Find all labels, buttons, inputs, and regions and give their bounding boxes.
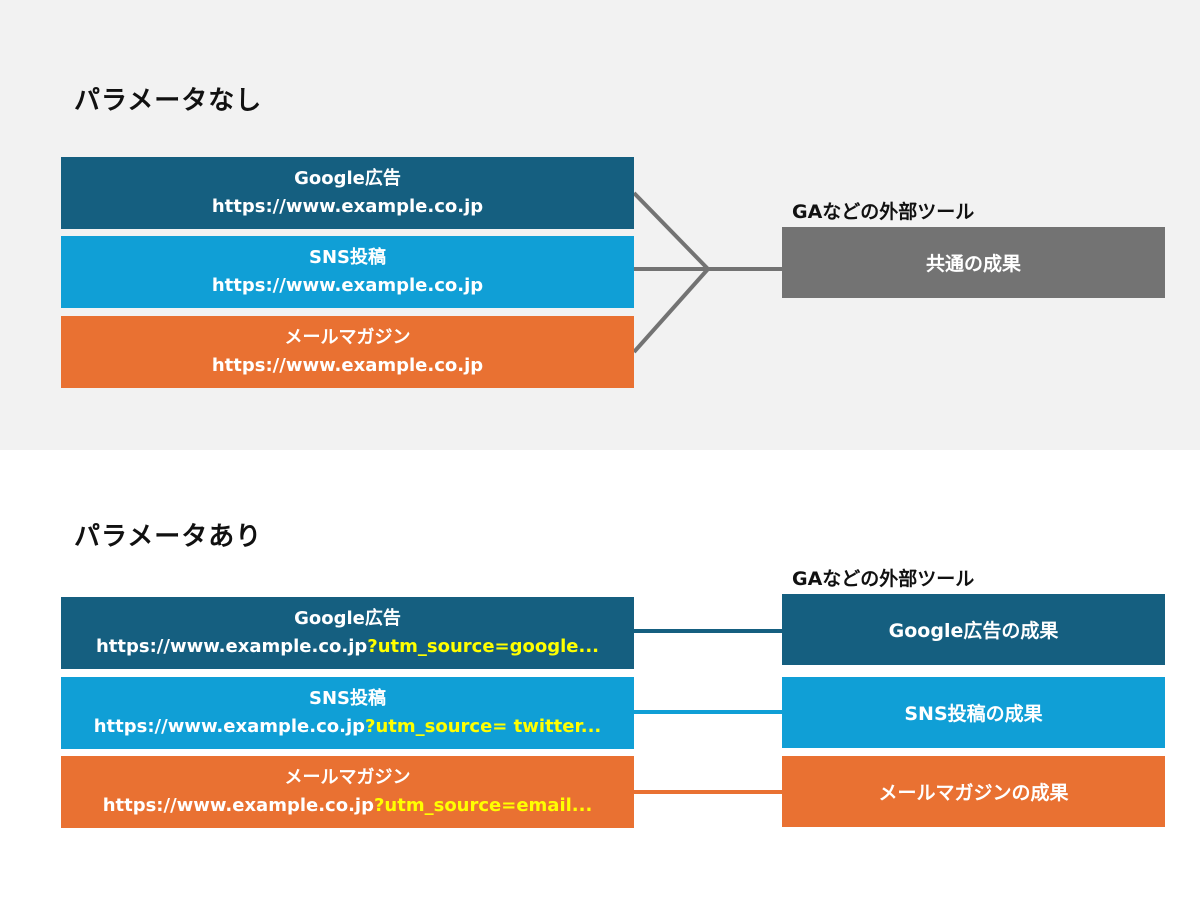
source-name: メールマガジン [284, 767, 411, 788]
result-box-mail-magazine: メールマガジンの成果 [782, 756, 1165, 827]
parallel-connector-lines [634, 629, 782, 794]
source-url: https://www.example.co.jp [102, 795, 374, 816]
source-url-line: https://www.example.co.jp?utm_source= tw… [94, 713, 602, 741]
source-url: https://www.example.co.jp [211, 196, 484, 217]
connector-line-google [632, 191, 710, 271]
utm-parameter: ?utm_source=google... [367, 636, 600, 657]
source-box-sns-post: SNS投稿 https://www.example.co.jp [61, 236, 634, 308]
result-label: SNS投稿の成果 [904, 703, 1043, 725]
result-box-sns-post: SNS投稿の成果 [782, 677, 1165, 748]
section-with-parameters: パラメータあり Google広告 https://www.example.co.… [0, 450, 1200, 900]
source-box-sns-post: SNS投稿 https://www.example.co.jp?utm_sour… [61, 677, 634, 749]
utm-parameter: ?utm_source= twitter... [365, 716, 602, 737]
section-without-parameters: パラメータなし Google広告 https://www.example.co.… [0, 0, 1200, 450]
source-box-mail-magazine: メールマガジン https://www.example.co.jp?utm_so… [61, 756, 634, 828]
source-box-google-ads: Google広告 https://www.example.co.jp?utm_s… [61, 597, 634, 669]
utm-parameter: ?utm_source=email... [373, 795, 593, 816]
source-url: https://www.example.co.jp [211, 275, 484, 296]
source-name: SNS投稿 [309, 688, 386, 709]
source-url-line: https://www.example.co.jp?utm_source=ema… [103, 792, 593, 820]
merge-connector-lines [632, 191, 782, 354]
source-url-line: https://www.example.co.jp?utm_source=goo… [96, 633, 599, 661]
section-heading: パラメータなし [74, 86, 263, 116]
source-box-mail-magazine: メールマガジン https://www.example.co.jp [61, 316, 634, 388]
source-url: https://www.example.co.jp [93, 716, 366, 737]
result-label: メールマガジンの成果 [878, 782, 1069, 804]
source-name: Google広告 [294, 608, 401, 629]
source-name: メールマガジン [284, 327, 411, 348]
result-label: Google広告の成果 [888, 620, 1059, 642]
external-tool-label: GAなどの外部ツール [792, 201, 975, 223]
source-name: SNS投稿 [309, 247, 386, 268]
source-url: https://www.example.co.jp [95, 636, 368, 657]
source-name: Google広告 [294, 168, 401, 189]
source-box-google-ads: Google広告 https://www.example.co.jp [61, 157, 634, 229]
external-tool-label: GAなどの外部ツール [792, 568, 975, 590]
connector-line-mail [632, 267, 710, 354]
source-url: https://www.example.co.jp [211, 355, 484, 376]
result-box-common: 共通の成果 [782, 227, 1165, 298]
result-box-google-ads: Google広告の成果 [782, 594, 1165, 665]
section-heading: パラメータあり [74, 522, 263, 552]
result-label: 共通の成果 [925, 253, 1021, 275]
